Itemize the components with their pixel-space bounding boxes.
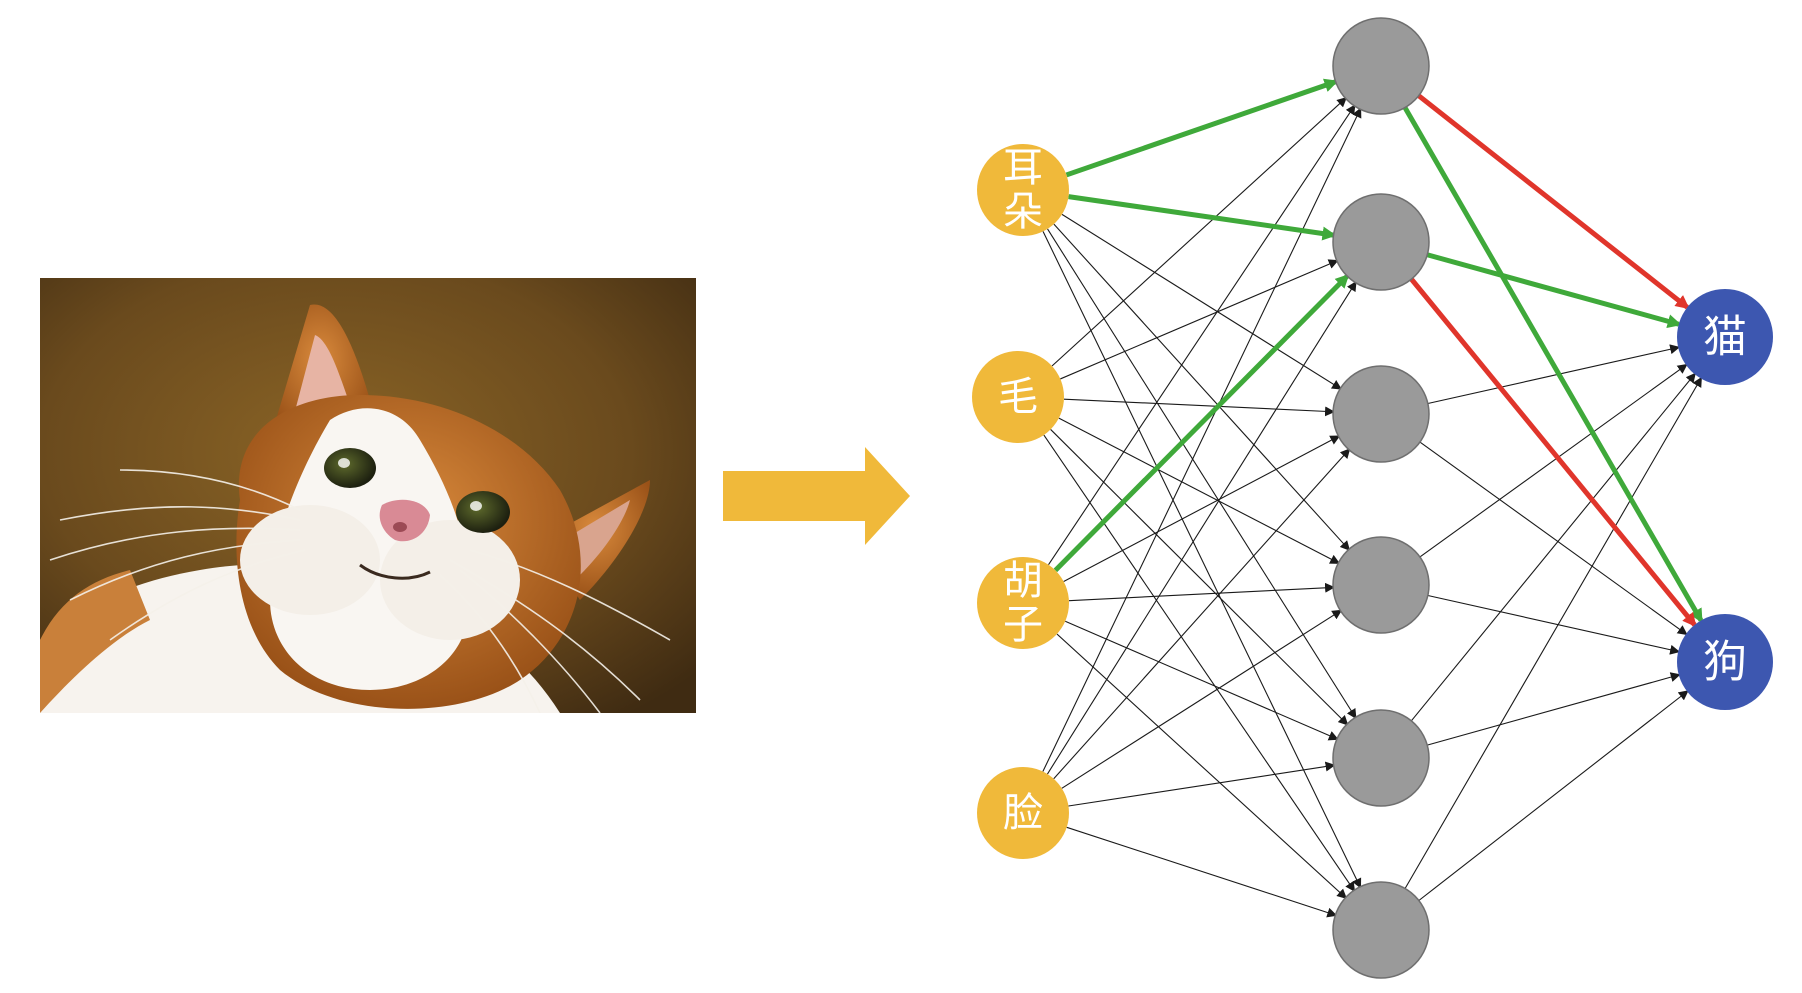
output-node-label: 狗: [1703, 637, 1747, 688]
input-node-label: 脸: [1003, 790, 1043, 836]
input-node-label-line1: 胡: [1003, 558, 1043, 604]
edge-hidden-5-output-1: [1418, 690, 1689, 901]
edge-input-0-hidden-4: [1047, 228, 1357, 720]
edge-input-3-hidden-4: [1068, 761, 1336, 807]
highlighted-edge-input-0-hidden-1: [1068, 194, 1337, 241]
highlighted-edge-hidden-1-output-0: [1426, 252, 1682, 329]
hidden-node: [1332, 17, 1430, 115]
edge-input-1-hidden-0: [1051, 96, 1348, 367]
output-node-label: 猫: [1703, 312, 1747, 363]
edge-input-0-hidden-3: [1053, 223, 1351, 551]
input-node-label: 毛: [998, 374, 1038, 420]
edge-input-1-hidden-2: [1063, 398, 1336, 417]
output-node: 狗: [1677, 614, 1773, 710]
edge-input-3-hidden-0: [1042, 107, 1362, 772]
highlighted-edges: [1053, 78, 1704, 628]
input-node: 胡子: [977, 557, 1069, 649]
edge-input-1-hidden-1: [1060, 259, 1339, 380]
output-node-circle: [1677, 614, 1773, 710]
edge-hidden-4-output-0: [1410, 372, 1696, 722]
output-node-circle: [1677, 289, 1773, 385]
right-arrow-icon: [723, 447, 910, 545]
input-node-circle: [977, 557, 1069, 649]
input-node: 毛: [972, 351, 1064, 443]
edge-input-3-hidden-5: [1066, 826, 1338, 918]
input-node-circle: [977, 144, 1069, 236]
hidden-node: [1332, 709, 1430, 807]
edge-input-2-hidden-2: [1063, 435, 1341, 583]
edge-input-2-hidden-0: [1048, 104, 1356, 566]
edge-hidden-2-output-1: [1419, 441, 1688, 636]
edge-input-0-hidden-5: [1042, 231, 1362, 889]
highlighted-edge-input-2-hidden-1: [1053, 273, 1350, 573]
highlighted-edge-hidden-1-output-1: [1409, 277, 1697, 628]
hidden-node: [1332, 881, 1430, 979]
connection-edges: [1042, 96, 1702, 918]
edge-input-3-hidden-1: [1046, 280, 1357, 775]
output-node: 猫: [1677, 289, 1773, 385]
input-node-label-line1: 耳: [1003, 145, 1043, 191]
hidden-node: [1332, 365, 1430, 463]
edge-hidden-2-output-0: [1427, 344, 1681, 405]
hidden-node: [1332, 536, 1430, 634]
edge-input-1-hidden-5: [1043, 434, 1356, 892]
input-node-label-line2: 朵: [1003, 189, 1043, 235]
input-node-circle: [977, 767, 1069, 859]
edge-hidden-3-output-1: [1427, 594, 1681, 655]
edge-hidden-4-output-1: [1427, 672, 1681, 746]
cat-photo: [40, 278, 696, 713]
highlighted-edge-input-0-hidden-0: [1065, 78, 1339, 178]
input-node: 耳朵: [977, 144, 1069, 236]
edge-input-2-hidden-3: [1068, 582, 1336, 602]
edge-input-2-hidden-4: [1064, 620, 1339, 741]
edge-hidden-3-output-0: [1419, 363, 1688, 558]
edge-input-1-hidden-3: [1058, 417, 1341, 564]
edge-input-0-hidden-2: [1061, 213, 1343, 390]
hidden-node: [1332, 193, 1430, 291]
input-node-circle: [972, 351, 1064, 443]
edge-input-3-hidden-3: [1061, 609, 1343, 789]
highlighted-edge-hidden-0-output-1: [1402, 106, 1704, 624]
highlighted-edge-hidden-0-output-0: [1417, 93, 1690, 310]
input-node-label-line2: 子: [1003, 602, 1043, 648]
edge-input-2-hidden-5: [1056, 633, 1348, 899]
edge-hidden-5-output-0: [1404, 376, 1702, 889]
edge-input-3-hidden-2: [1053, 448, 1351, 780]
edge-input-1-hidden-4: [1050, 429, 1349, 726]
input-node: 脸: [977, 767, 1069, 859]
